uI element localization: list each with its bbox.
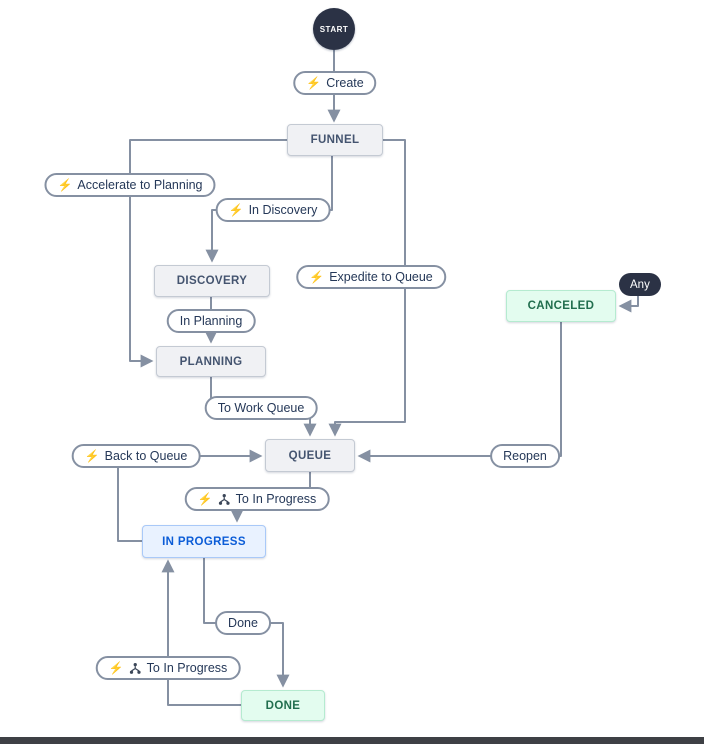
transition-in-planning[interactable]: In Planning	[166, 309, 256, 333]
transition-label: To In Progress	[146, 661, 228, 675]
bolt-icon: ⚡	[197, 492, 213, 506]
bolt-icon: ⚡	[306, 76, 322, 90]
transition-label: Back to Queue	[104, 449, 188, 463]
edge-expedite-to-queue	[328, 139, 406, 437]
start-node[interactable]: START	[313, 8, 355, 50]
edge-any-to-canceled	[618, 296, 639, 313]
transition-back-to-queue[interactable]: ⚡ Back to Queue	[71, 444, 201, 468]
branch-icon	[129, 662, 142, 675]
status-planning[interactable]: PLANNING	[156, 346, 266, 377]
transition-label: To In Progress	[235, 492, 317, 506]
branch-icon	[218, 493, 231, 506]
transition-to-work-queue[interactable]: To Work Queue	[204, 396, 318, 420]
status-funnel[interactable]: FUNNEL	[287, 124, 383, 156]
transition-reopen[interactable]: Reopen	[490, 444, 560, 468]
transition-label: To Work Queue	[217, 401, 305, 415]
edge-accelerate-to-planning	[129, 139, 287, 368]
transition-label: In Planning	[179, 314, 243, 328]
status-queue[interactable]: QUEUE	[265, 439, 355, 472]
bottom-strip	[0, 737, 704, 744]
status-done[interactable]: DONE	[241, 690, 325, 721]
transition-label: Reopen	[503, 449, 547, 463]
status-canceled[interactable]: CANCELED	[506, 290, 616, 322]
transition-accelerate-to-planning[interactable]: ⚡ Accelerate to Planning	[44, 173, 216, 197]
status-discovery[interactable]: DISCOVERY	[154, 265, 270, 297]
bolt-icon: ⚡	[228, 203, 244, 217]
bolt-icon: ⚡	[309, 270, 325, 284]
bolt-icon: ⚡	[57, 178, 73, 192]
transition-label: In Discovery	[248, 203, 318, 217]
transition-label: Done	[228, 616, 258, 630]
transition-label: Create	[326, 76, 364, 90]
transition-in-discovery[interactable]: ⚡ In Discovery	[215, 198, 331, 222]
transition-label: Accelerate to Planning	[77, 178, 203, 192]
transition-to-in-progress-lower[interactable]: ⚡ To In Progress	[95, 656, 241, 680]
bolt-icon: ⚡	[84, 449, 100, 463]
transition-to-in-progress-upper[interactable]: ⚡ To In Progress	[184, 487, 330, 511]
status-in-progress[interactable]: IN PROGRESS	[142, 525, 266, 558]
edge-done-to-in-progress	[161, 559, 241, 706]
any-node[interactable]: Any	[619, 273, 661, 296]
transition-label: Expedite to Queue	[329, 270, 433, 284]
bolt-icon: ⚡	[108, 661, 124, 675]
transition-expedite-to-queue[interactable]: ⚡ Expedite to Queue	[296, 265, 446, 289]
edge-reopen	[357, 322, 562, 463]
transition-done[interactable]: Done	[215, 611, 271, 635]
transition-create[interactable]: ⚡ Create	[293, 71, 377, 95]
